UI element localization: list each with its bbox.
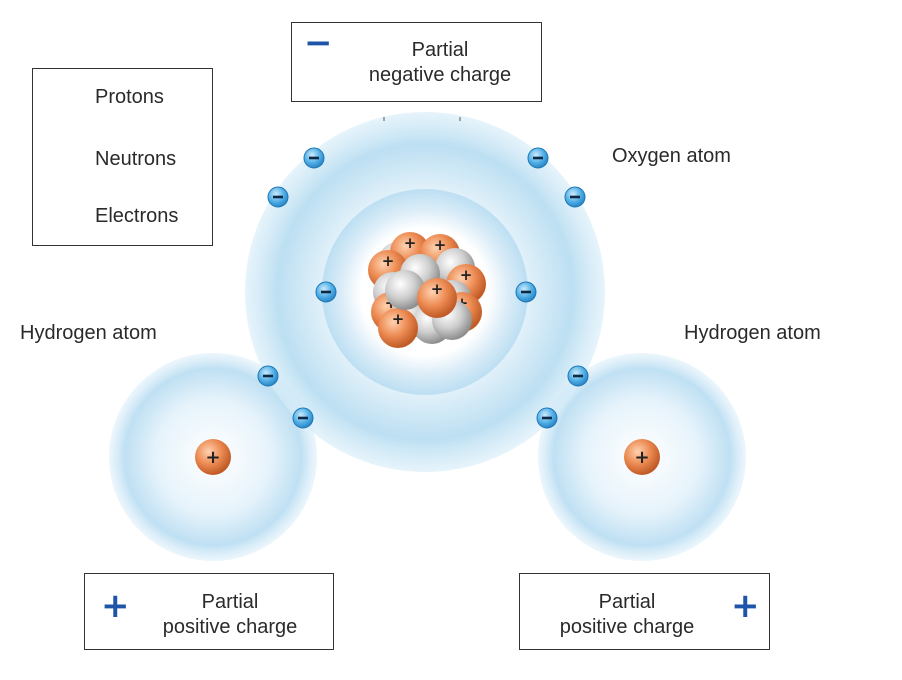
hydrogen-atom-left-label: Hydrogen atom (20, 322, 157, 344)
electron (303, 147, 325, 169)
positive-right-line2: positive charge (559, 616, 695, 638)
electron (257, 365, 279, 387)
positive-left-line1: Partial (201, 591, 259, 613)
positive-right-line1: Partial (598, 591, 656, 613)
legend-electrons-label: Electrons (95, 205, 179, 227)
hydrogen-atom-right-label: Hydrogen atom (684, 322, 821, 344)
partial-negative-charge-box (291, 22, 542, 102)
negative-line2: negative charge (368, 64, 512, 86)
partial-negative-charge-label: Partial negative charge (350, 38, 530, 88)
positive-sign-icon-left: + (101, 586, 130, 626)
nucleus-proton-sign: + (431, 280, 444, 298)
hydrogen-left-proton: + (195, 439, 231, 475)
nucleus-proton-sign: + (392, 310, 405, 328)
negative-line1: Partial (411, 39, 469, 61)
legend-protons-label: Protons (95, 86, 164, 108)
hydrogen-right-proton: + (624, 439, 660, 475)
oxygen-nucleus: ++++++++ (368, 232, 486, 348)
nucleus-proton (378, 308, 418, 348)
svg-text:+: + (205, 447, 220, 468)
electron (536, 407, 558, 429)
svg-text:+: + (634, 447, 649, 468)
electrons-group (257, 147, 589, 429)
electron (315, 281, 337, 303)
electron (267, 186, 289, 208)
oxygen-atom-label: Oxygen atom (612, 145, 731, 167)
nucleus-proton (417, 278, 457, 318)
partial-positive-charge-label-right: Partial positive charge (537, 590, 717, 640)
electron (527, 147, 549, 169)
nucleus-proton-sign: + (404, 234, 417, 252)
partial-positive-charge-label-left: Partial positive charge (140, 590, 320, 640)
positive-sign-icon-right: + (731, 586, 760, 626)
negative-sign-icon: − (304, 23, 333, 63)
electron (564, 186, 586, 208)
partial-positive-charge-box-right (519, 573, 770, 650)
positive-left-line2: positive charge (162, 616, 298, 638)
nucleus-proton-sign: + (460, 266, 473, 284)
electron (515, 281, 537, 303)
electron (567, 365, 589, 387)
nucleus-proton-sign: + (434, 236, 447, 254)
partial-positive-charge-box-left (84, 573, 334, 650)
nucleus-proton-sign: + (382, 252, 395, 270)
nucleus-neutron (385, 270, 425, 310)
legend-box (32, 68, 213, 246)
legend-neutrons-label: Neutrons (95, 148, 177, 170)
electron (292, 407, 314, 429)
